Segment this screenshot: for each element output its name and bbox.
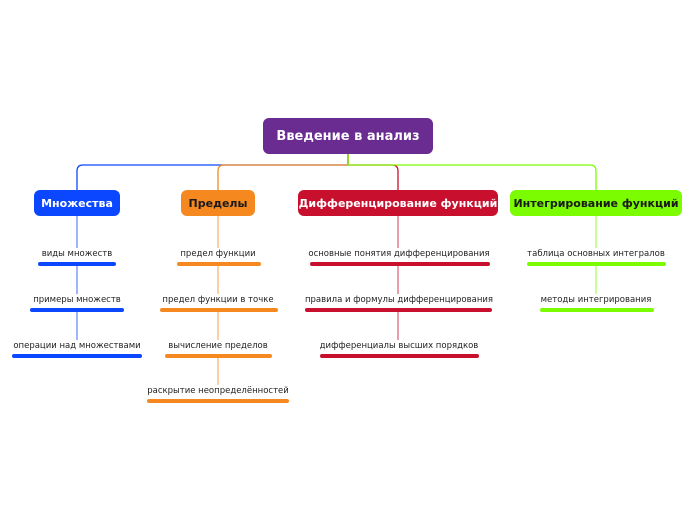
leaf-node[interactable]: операции над множествами: [0, 341, 154, 351]
leaf-label: раскрытие неопределённостей: [147, 386, 289, 396]
leaf-node[interactable]: раскрытие неопределённостей: [138, 386, 298, 396]
branch-node-differentiation[interactable]: Дифференцирование функций: [298, 190, 498, 216]
branch-label: Множества: [41, 196, 113, 210]
leaf-underline: [38, 262, 116, 266]
branch-node-integration[interactable]: Интегрирование функций: [510, 190, 682, 216]
leaf-label: операции над множествами: [13, 341, 141, 351]
leaf-label: основные понятия дифференцирования: [308, 249, 490, 259]
leaf-node[interactable]: виды множеств: [0, 249, 154, 259]
leaf-node[interactable]: предел функции: [138, 249, 298, 259]
branch-connector: [347, 154, 399, 190]
leaf-underline: [540, 308, 654, 312]
leaf-node[interactable]: методы интегрирования: [510, 295, 682, 305]
root-node[interactable]: Введение в анализ: [263, 118, 433, 154]
leaf-underline: [305, 308, 492, 312]
leaf-label: правила и формулы дифференцирования: [304, 295, 494, 305]
leaf-node[interactable]: таблица основных интегралов: [510, 249, 682, 259]
leaf-underline: [310, 262, 490, 266]
branch-node-limits[interactable]: Пределы: [181, 190, 255, 216]
leaf-underline: [160, 308, 278, 312]
leaf-underline: [30, 308, 124, 312]
branch-label: Пределы: [188, 196, 248, 210]
branch-connector: [347, 154, 597, 190]
leaf-node[interactable]: основные понятия дифференцирования: [298, 249, 500, 259]
leaf-node[interactable]: вычисление пределов: [138, 341, 298, 351]
leaf-label: виды множеств: [41, 249, 113, 259]
leaf-label: предел функции: [180, 249, 256, 259]
leaf-underline: [147, 399, 289, 403]
leaf-label: предел функции в точке: [162, 295, 274, 305]
root-node-label: Введение в анализ: [276, 128, 420, 144]
leaf-label: дифференциалы высших порядков: [319, 341, 479, 351]
leaf-underline: [177, 262, 261, 266]
branch-node-sets[interactable]: Множества: [34, 190, 120, 216]
leaf-node[interactable]: примеры множеств: [0, 295, 154, 305]
leaf-underline: [527, 262, 666, 266]
leaf-node[interactable]: предел функции в точке: [138, 295, 298, 305]
leaf-underline: [320, 354, 479, 358]
leaf-label: методы интегрирования: [540, 295, 652, 305]
branch-label: Дифференцирование функций: [298, 196, 498, 210]
branch-connector: [76, 154, 349, 190]
leaf-node[interactable]: правила и формулы дифференцирования: [298, 295, 500, 305]
leaf-underline: [12, 354, 142, 358]
leaf-label: примеры множеств: [33, 295, 121, 305]
leaf-label: таблица основных интегралов: [527, 249, 665, 259]
branch-connector: [217, 154, 349, 190]
leaf-label: вычисление пределов: [168, 341, 268, 351]
leaf-node[interactable]: дифференциалы высших порядков: [298, 341, 500, 351]
leaf-underline: [165, 354, 272, 358]
branch-label: Интегрирование функций: [513, 196, 679, 210]
